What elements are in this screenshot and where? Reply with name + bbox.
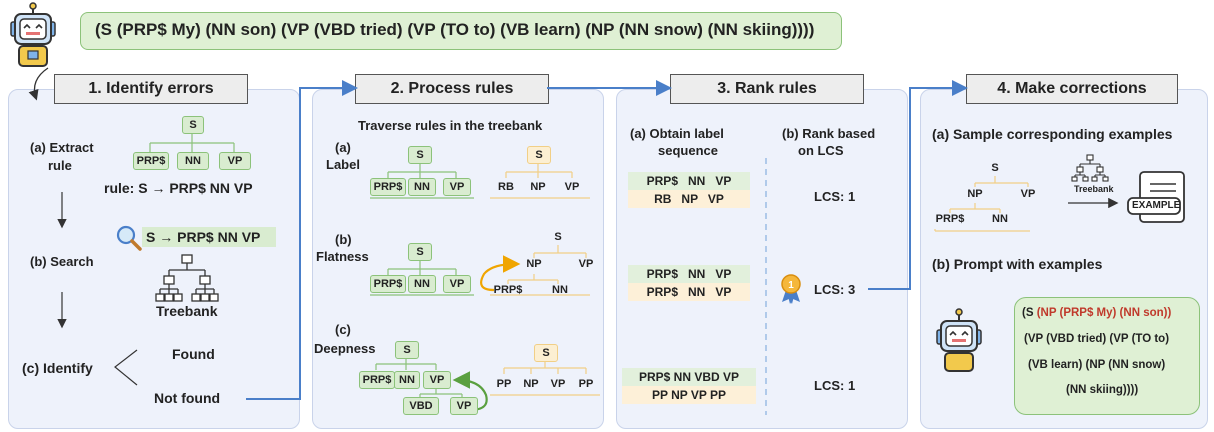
p1-found: Found (172, 346, 215, 362)
p2b-yellow-np: NP (526, 258, 542, 270)
p2a-green-root: S (408, 146, 432, 164)
p2-label-c2: Deepness (314, 341, 376, 356)
p2-label-b1: (b) (335, 232, 352, 247)
p3-row2-lcs: LCS: 3 (814, 282, 856, 297)
p2-label-a1: (a) (335, 140, 351, 155)
header-rank-rules: 3. Rank rules (670, 74, 864, 104)
medal-icon (781, 274, 801, 304)
p2c-yellow-child: PP (496, 378, 512, 390)
p2a-green-child: NN (408, 178, 436, 196)
p2a-green-child: VP (443, 178, 471, 196)
p1-rule: rule: S → PRP$ NN VP (104, 180, 253, 196)
p2c-green-sub: VBD (403, 397, 439, 415)
p2c-green-root: S (395, 341, 419, 359)
p4-tree-leaf: PRP$ (935, 213, 965, 225)
p2a-yellow-child: NP (530, 181, 546, 193)
example-document-icon (1127, 171, 1185, 223)
p2-subtitle: Traverse rules in the treebank (358, 118, 543, 133)
p3-row1-yellow: RB NP VP (628, 190, 750, 208)
p2a-yellow-root: S (527, 146, 551, 164)
p2b-yellow-leaf: NN (552, 284, 568, 296)
p1-tree-child: VP (219, 152, 251, 170)
p2a-yellow-child: RB (498, 181, 514, 193)
parse-string: (S (PRP$ My) (NN son) (VP (VBD tried) (V… (95, 20, 815, 39)
robot-bottom-icon (936, 308, 982, 372)
p3-row2-yellow: PRP$ NN VP (628, 283, 750, 301)
p1-treebank-label: Treebank (156, 303, 218, 319)
treebank-small-icon (1071, 154, 1109, 182)
p1-tree-child: NN (177, 152, 209, 170)
p2c-green-sub: VP (450, 397, 478, 415)
p2b-yellow-root: S (554, 231, 562, 243)
p4-prompt-bubble (1014, 297, 1200, 415)
p2b-yellow-vp: VP (578, 258, 594, 270)
p2c-yellow-child: NP (523, 378, 539, 390)
p2b-green-child: PRP$ (370, 275, 406, 293)
p3-b-head-1: (b) Rank based (782, 126, 876, 141)
magnifier-icon (116, 225, 142, 251)
p1-extract-label-1: (a) Extract (30, 140, 94, 155)
p2c-green-child: PRP$ (359, 371, 395, 389)
p4-bubble-line2: (VP (VBD tried) (VP (TO to) (1024, 333, 1170, 345)
p2b-green-child: VP (443, 275, 471, 293)
p3-row2-green: PRP$ NN VP (628, 265, 750, 283)
p4-bubble-line1-a: (S (1022, 307, 1037, 319)
p3-row3-green: PRP$ NN VBD VP (622, 368, 756, 386)
p1-extract-label-2: rule (48, 158, 72, 173)
p4-tree-leaf: NN (992, 213, 1008, 225)
p3-a-head-1: (a) Obtain label (630, 126, 724, 141)
p4-tree-np: NP (967, 188, 983, 200)
p1-identify-label: (c) Identify (22, 360, 93, 376)
p1-search-rule: S → PRP$ NN VP (146, 229, 261, 245)
panel-identify-errors (8, 89, 300, 429)
p4-a-label: (a) Sample corresponding examples (932, 126, 1173, 142)
p4-bubble-line4: (NN skiing)))) (1066, 384, 1139, 396)
treebank-icon (155, 254, 219, 302)
p3-row3-yellow: PP NP VP PP (622, 386, 756, 404)
p2c-yellow-root: S (534, 344, 558, 362)
medal-number: 1 (788, 280, 794, 291)
p1-tree-root: S (182, 116, 204, 134)
header-identify-errors: 1. Identify errors (54, 74, 248, 104)
p4-tree-vp: VP (1020, 188, 1036, 200)
p1-not-found: Not found (154, 390, 221, 406)
p2-label-a2: Label (326, 157, 360, 172)
p2c-yellow-child: VP (550, 378, 566, 390)
p1-tree-child: PRP$ (133, 152, 169, 170)
p3-a-head-2: sequence (658, 143, 718, 158)
p3-row1-green: PRP$ NN VP (628, 172, 750, 190)
header-make-corrections: 4. Make corrections (966, 74, 1178, 104)
p2b-yellow-leaf: PRP$ (493, 284, 523, 296)
p4-example-label: EXAMPLE (1132, 200, 1181, 211)
p3-row1-lcs: LCS: 1 (814, 189, 856, 204)
p4-treebank-label: Treebank (1074, 184, 1114, 194)
p2c-green-child: NN (394, 371, 420, 389)
p4-bubble-line3: (VB learn) (NP (NN snow) (1028, 359, 1166, 371)
p2c-yellow-child: PP (578, 378, 594, 390)
p3-b-head-2: on LCS (798, 143, 844, 158)
p2-label-b2: Flatness (316, 249, 369, 264)
p3-row3-lcs: LCS: 1 (814, 378, 856, 393)
p4-b-label: (b) Prompt with examples (932, 256, 1103, 272)
p2b-green-child: NN (408, 275, 436, 293)
p1-search-rule-bg (142, 227, 276, 247)
robot-top-icon (10, 2, 56, 67)
parse-bubble (80, 12, 842, 50)
p2-label-c1: (c) (335, 322, 351, 337)
p2a-green-child: PRP$ (370, 178, 406, 196)
header-process-rules: 2. Process rules (355, 74, 549, 104)
p2b-green-root: S (408, 243, 432, 261)
p4-bubble-line1-highlight: (NP (PRP$ My) (NN son)) (1036, 307, 1172, 319)
p4-tree-root: S (991, 162, 999, 174)
p2a-yellow-child: VP (564, 181, 580, 193)
p4-bubble-line1: (S (NP (PRP$ My) (NN son)) (1022, 307, 1171, 319)
p2c-green-child: VP (423, 371, 451, 389)
p1-search-label: (b) Search (30, 254, 94, 269)
